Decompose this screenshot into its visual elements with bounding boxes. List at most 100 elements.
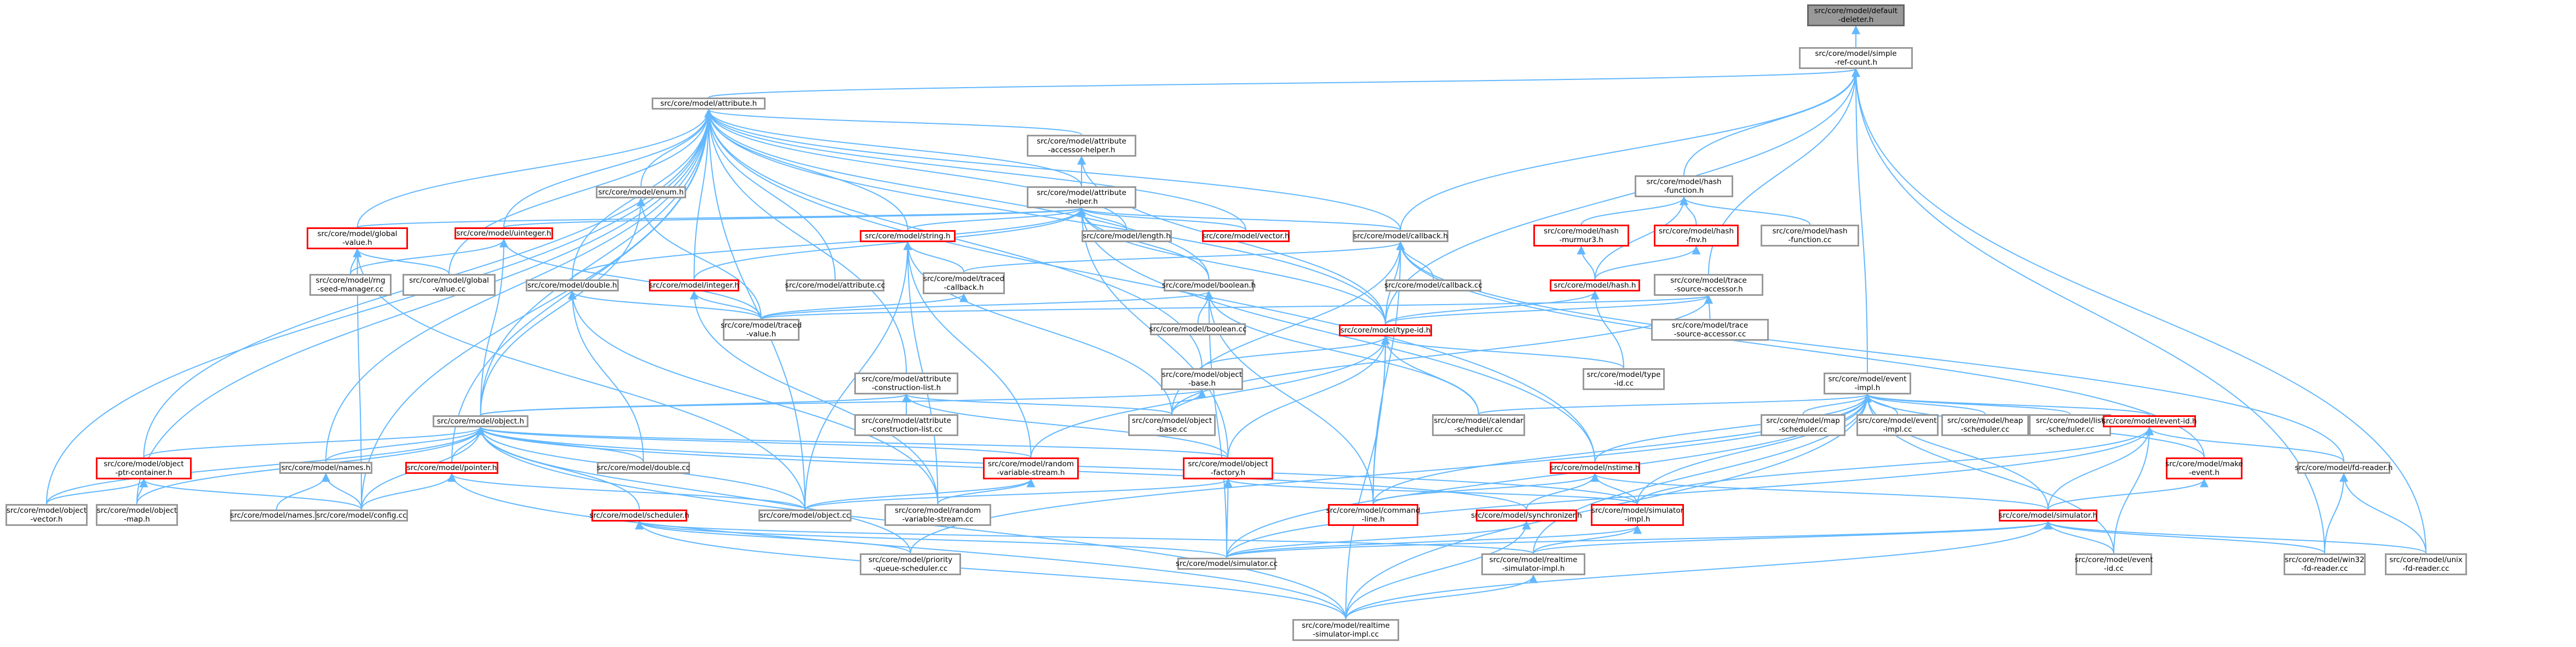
node-double-h[interactable]: src/core/model/double.h xyxy=(526,279,619,291)
edge-object-map-h-to-attribute-h xyxy=(136,108,713,505)
node-scheduler-h[interactable]: src/core/model/scheduler.h xyxy=(589,509,689,522)
node-object-cc[interactable]: src/core/model/object.cc xyxy=(758,509,852,522)
edge-hash-function-cc-to-hash-function-h xyxy=(1680,196,1810,225)
edge-attr-acc-helper-h-to-attribute-h xyxy=(704,108,1082,135)
node-simple-ref-count[interactable]: src/core/model/simple -ref-count.h xyxy=(1799,47,1913,69)
node-type-id-h[interactable]: src/core/model/type-id.h xyxy=(1339,324,1432,336)
edge-attr-construct-h-to-attribute-h xyxy=(704,108,907,373)
node-simulator-impl-h[interactable]: src/core/model/simulator -impl.h xyxy=(1591,504,1684,526)
node-type-id-cc[interactable]: src/core/model/type -id.cc xyxy=(1583,368,1665,390)
node-object-base-h[interactable]: src/core/model/object -base.h xyxy=(1161,368,1243,390)
edge-object-h-to-attribute-h xyxy=(480,108,713,416)
edge-traced-value-h-to-enum-h xyxy=(636,197,762,319)
node-callback-cc[interactable]: src/core/model/callback.cc xyxy=(1384,279,1482,291)
node-object-base-cc[interactable]: src/core/model/object -base.cc xyxy=(1128,414,1216,436)
node-hash-function-h[interactable]: src/core/model/hash -function.h xyxy=(1635,175,1733,197)
node-boolean-h[interactable]: src/core/model/boolean.h xyxy=(1162,279,1256,291)
node-hash-murmur3-h[interactable]: src/core/model/hash -murmur3.h xyxy=(1533,225,1629,247)
node-random-stream-h[interactable]: src/core/model/random -variable-stream.h xyxy=(983,457,1079,479)
node-make-event-h[interactable]: src/core/model/make -event.h xyxy=(2165,457,2243,479)
edge-object-factory-h-to-type-id-h xyxy=(1227,335,1390,458)
edge-callback-h-to-attr-helper-h xyxy=(1077,207,1401,231)
node-vector-h[interactable]: src/core/model/vector.h xyxy=(1202,230,1290,242)
edge-global-value-cc-to-attribute-h xyxy=(449,108,713,274)
node-enum-h[interactable]: src/core/model/enum.h xyxy=(596,186,686,198)
node-integer-h[interactable]: src/core/model/integer.h xyxy=(649,279,739,291)
edge-attr-helper-h-to-attribute-h xyxy=(704,108,1082,187)
edge-simulator-cc-to-object-factory-h xyxy=(1223,478,1233,558)
edge-config-cc-to-pointer-h xyxy=(361,473,456,510)
node-heap-scheduler-cc[interactable]: src/core/model/heap -scheduler.cc xyxy=(1941,414,2029,436)
edge-traced-value-h-to-trace-source-h xyxy=(761,295,1712,319)
node-obj-ptr-container-h[interactable]: src/core/model/object -ptr-container.h xyxy=(96,457,192,479)
node-random-stream-cc[interactable]: src/core/model/random -variable-stream.c… xyxy=(884,504,991,526)
node-attr-construct-cc[interactable]: src/core/model/attribute -construction-l… xyxy=(854,414,958,436)
node-priority-queue-cc[interactable]: src/core/model/priority -queue-scheduler… xyxy=(860,553,961,575)
edge-simulator-impl-h-to-object-factory-h xyxy=(1223,478,1638,505)
edge-boolean-h-to-attr-helper-h xyxy=(1077,207,1210,280)
edge-random-stream-h-to-object-h xyxy=(476,426,1032,458)
node-config-cc[interactable]: src/core/model/config.cc xyxy=(315,509,408,522)
edge-simulator-h-to-make-event-h xyxy=(2048,478,2209,510)
node-object-map-h[interactable]: src/core/model/object -map.h xyxy=(96,504,178,526)
node-attribute-h[interactable]: src/core/model/attribute.h xyxy=(652,98,766,110)
node-win32-fd-reader-cc[interactable]: src/core/model/win32 -fd-reader.cc xyxy=(2284,553,2366,575)
node-list-scheduler-cc[interactable]: src/core/model/list -scheduler.cc xyxy=(2029,414,2111,436)
node-hash-function-cc[interactable]: src/core/model/hash -function.cc xyxy=(1761,225,1859,247)
node-realtime-impl-cc[interactable]: src/core/model/realtime -simulator-impl.… xyxy=(1292,619,1399,641)
node-nstime-h[interactable]: src/core/model/nstime.h xyxy=(1550,462,1640,474)
edge-nstime-h-to-event-impl-h xyxy=(1594,393,1872,462)
node-deleter[interactable]: src/core/model/default -deleter.h xyxy=(1807,4,1905,26)
edge-object-vector-cc-to-object-h xyxy=(46,426,485,505)
node-map-scheduler-cc[interactable]: src/core/model/map -scheduler.cc xyxy=(1761,414,1845,436)
node-traced-callback-h[interactable]: src/core/model/traced -callback.h xyxy=(923,272,1005,294)
node-synchronizer-h[interactable]: src/core/model/synchronizer.h xyxy=(1471,509,1582,522)
node-event-id-cc[interactable]: src/core/model/event -id.cc xyxy=(2074,553,2153,575)
node-calendar-cc[interactable]: src/core/model/calendar -scheduler.cc xyxy=(1432,414,1525,436)
node-global-value-cc[interactable]: src/core/model/global -value.cc xyxy=(403,274,496,296)
node-callback-h[interactable]: src/core/model/callback.h xyxy=(1353,230,1448,242)
node-simulator-h[interactable]: src/core/model/simulator.h xyxy=(1999,509,2097,522)
node-fd-reader-h[interactable]: src/core/model/fd-reader.h xyxy=(2295,462,2393,474)
node-attr-acc-helper-h[interactable]: src/core/model/attribute -accessor-helpe… xyxy=(1027,135,1136,157)
edge-config-cc-to-obj-ptr-container-h xyxy=(139,478,362,510)
node-event-impl-h[interactable]: src/core/model/event -impl.h xyxy=(1824,373,1911,394)
node-length-h[interactable]: src/core/model/length.h xyxy=(1082,230,1172,242)
edge-random-stream-h-to-string-h xyxy=(903,241,1032,458)
node-hash-h[interactable]: src/core/model/hash.h xyxy=(1550,279,1640,291)
edge-realtime-impl-cc-to-type-id-h xyxy=(1345,335,1390,620)
node-trace-source-h[interactable]: src/core/model/trace -source-accessor.h xyxy=(1654,274,1763,296)
node-pointer-h[interactable]: src/core/model/pointer.h xyxy=(405,462,498,474)
edge-win32-fd-reader-cc-to-fd-reader-h xyxy=(2324,473,2348,554)
node-object-factory-h[interactable]: src/core/model/object -factory.h xyxy=(1183,457,1273,479)
node-unix-fd-reader-cc[interactable]: src/core/model/unix -fd-reader.cc xyxy=(2385,553,2467,575)
edge-event-impl-h-to-simple-ref-count xyxy=(1852,68,1868,373)
node-attr-helper-h[interactable]: src/core/model/attribute -helper.h xyxy=(1027,186,1136,208)
node-command-line-h[interactable]: src/core/model/command -line.h xyxy=(1326,504,1421,526)
edge-fd-reader-h-to-event-id-h xyxy=(2145,426,2344,462)
node-simulator-cc[interactable]: src/core/model/simulator.cc xyxy=(1176,558,1278,570)
node-trace-source-cc[interactable]: src/core/model/trace -source-accessor.cc xyxy=(1651,319,1769,341)
node-attribute-cc[interactable]: src/core/model/attribute.cc xyxy=(785,279,885,291)
node-uinteger-h[interactable]: src/core/model/uinteger.h xyxy=(455,227,553,239)
node-string-h[interactable]: src/core/model/string.h xyxy=(860,230,956,242)
node-hash-fnv-h[interactable]: src/core/model/hash -fnv.h xyxy=(1654,225,1739,247)
node-attr-construct-h[interactable]: src/core/model/attribute -construction-l… xyxy=(854,373,958,394)
node-double-cc[interactable]: src/core/model/double.cc xyxy=(597,462,690,474)
node-object-h[interactable]: src/core/model/object.h xyxy=(433,415,528,427)
node-event-id-h[interactable]: src/core/model/event-id.h xyxy=(2102,415,2197,427)
node-rng-seed-cc[interactable]: src/core/model/rng -seed-manager.cc xyxy=(309,274,392,296)
node-event-impl-cc[interactable]: src/core/model/event -impl.cc xyxy=(1856,414,1939,436)
node-names-cc[interactable]: src/core/model/names.cc xyxy=(230,509,323,522)
edge-boolean-h-to-attribute-h xyxy=(704,108,1210,280)
node-traced-value-h[interactable]: src/core/model/traced -value.h xyxy=(721,319,802,341)
edge-random-stream-cc-to-double-h xyxy=(568,290,939,505)
node-names-h[interactable]: src/core/model/names.h xyxy=(279,462,372,474)
edge-list-scheduler-cc-to-event-impl-h xyxy=(1863,393,2071,415)
edge-simulator-cc-to-simulator-impl-h xyxy=(1226,525,1642,558)
node-realtime-impl-h[interactable]: src/core/model/realtime -simulator-impl.… xyxy=(1481,553,1585,575)
edge-heap-scheduler-cc-to-event-impl-h xyxy=(1863,393,1986,415)
node-global-value-h[interactable]: src/core/model/global -value.h xyxy=(307,227,408,249)
node-boolean-cc[interactable]: src/core/model/boolean.cc xyxy=(1149,323,1246,335)
node-object-vector-cc[interactable]: src/core/model/object -vector.h xyxy=(5,504,88,526)
